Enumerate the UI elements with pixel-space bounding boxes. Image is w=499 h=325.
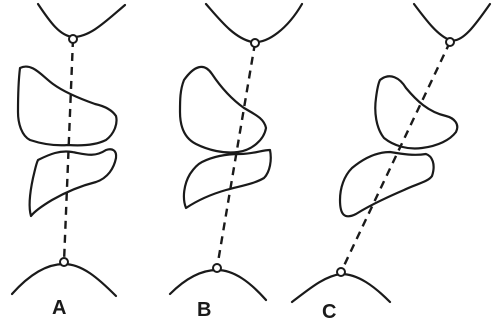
- panel-a-upper-arch-curve: [38, 4, 125, 37]
- panel-c-upper-node: [446, 38, 454, 46]
- panel-b: B: [170, 4, 302, 321]
- panel-a-label: A: [52, 297, 66, 319]
- panel-a-lower-arch-curve: [12, 264, 116, 296]
- panel-a-upper-tooth: [18, 67, 117, 146]
- panel-b-upper-arch-curve: [206, 4, 302, 42]
- panel-b-lower-arch-curve: [170, 270, 266, 300]
- panel-b-lower-node: [213, 264, 221, 272]
- panel-b-label: B: [197, 299, 211, 321]
- panel-a-upper-node: [69, 35, 77, 43]
- panel-c-upper-arch-curve: [414, 4, 490, 41]
- panel-a: A: [12, 4, 125, 319]
- panel-c: C: [292, 4, 490, 323]
- panel-b-lower-tooth: [184, 150, 271, 208]
- panel-a-lower-node: [60, 258, 68, 266]
- panel-c-label: C: [322, 301, 336, 323]
- panel-c-lower-arch-curve: [292, 274, 390, 302]
- panel-b-upper-node: [251, 39, 259, 47]
- panel-a-lower-tooth: [30, 149, 117, 216]
- panel-c-upper-tooth: [375, 76, 457, 148]
- panel-b-upper-tooth: [180, 67, 266, 153]
- panel-c-lower-node: [337, 268, 345, 276]
- panel-c-lower-tooth: [340, 152, 434, 216]
